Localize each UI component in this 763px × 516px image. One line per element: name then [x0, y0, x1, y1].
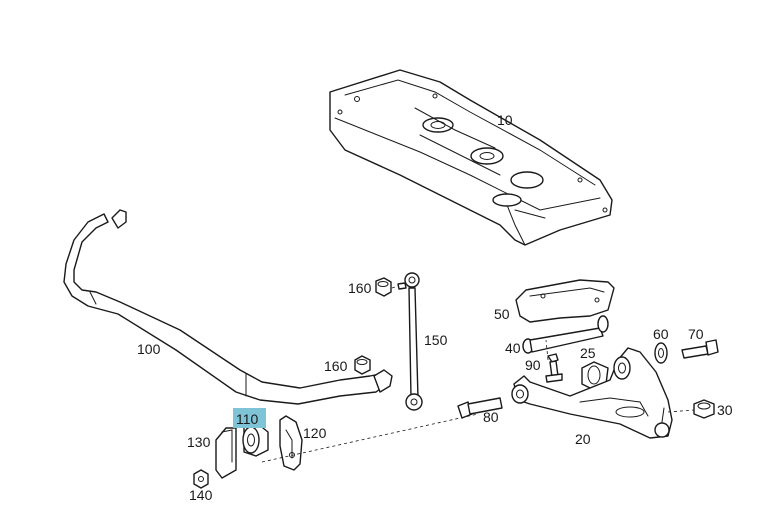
callout-160-lower: 160	[324, 358, 348, 374]
stabilizer-bar	[63, 209, 393, 405]
clamp-120	[279, 415, 303, 471]
lower-control-arm	[511, 347, 673, 439]
callout-10: 10	[497, 112, 513, 128]
callout-120: 120	[303, 425, 327, 441]
callout-90: 90	[525, 357, 541, 373]
bolt-90	[545, 353, 563, 383]
callout-50: 50	[494, 306, 510, 322]
callout-150: 150	[424, 332, 448, 348]
bolt-70	[681, 339, 719, 359]
callout-160-upper: 160	[348, 280, 372, 296]
callout-80: 80	[483, 409, 499, 425]
bolt-80	[457, 397, 503, 419]
callout-40: 40	[505, 340, 521, 356]
callout-30: 30	[717, 402, 733, 418]
callout-25: 25	[580, 345, 596, 361]
stabilizer-link	[397, 272, 423, 411]
bushing	[242, 423, 269, 457]
callout-labels: 10 100 160 150 160 50 40 90 25 60 70 30 …	[137, 112, 733, 503]
nut-30	[693, 399, 715, 419]
subframe-crossmember	[329, 69, 613, 246]
nut-lower	[354, 355, 371, 375]
callout-110-highlight	[233, 408, 266, 428]
callout-20: 20	[575, 431, 591, 447]
bracket-130	[215, 427, 237, 479]
nut-upper	[375, 277, 392, 297]
pivot-shaft-40	[522, 315, 609, 354]
callout-140: 140	[189, 487, 213, 503]
callout-100: 100	[137, 341, 161, 357]
callout-70: 70	[688, 326, 704, 342]
washer-60	[654, 342, 668, 364]
nut-140	[193, 469, 209, 489]
mounting-bracket-50	[515, 279, 615, 323]
callout-60: 60	[653, 326, 669, 342]
callout-130: 130	[187, 434, 211, 450]
assembly-lines	[261, 285, 695, 463]
callout-110: 110	[236, 411, 259, 427]
